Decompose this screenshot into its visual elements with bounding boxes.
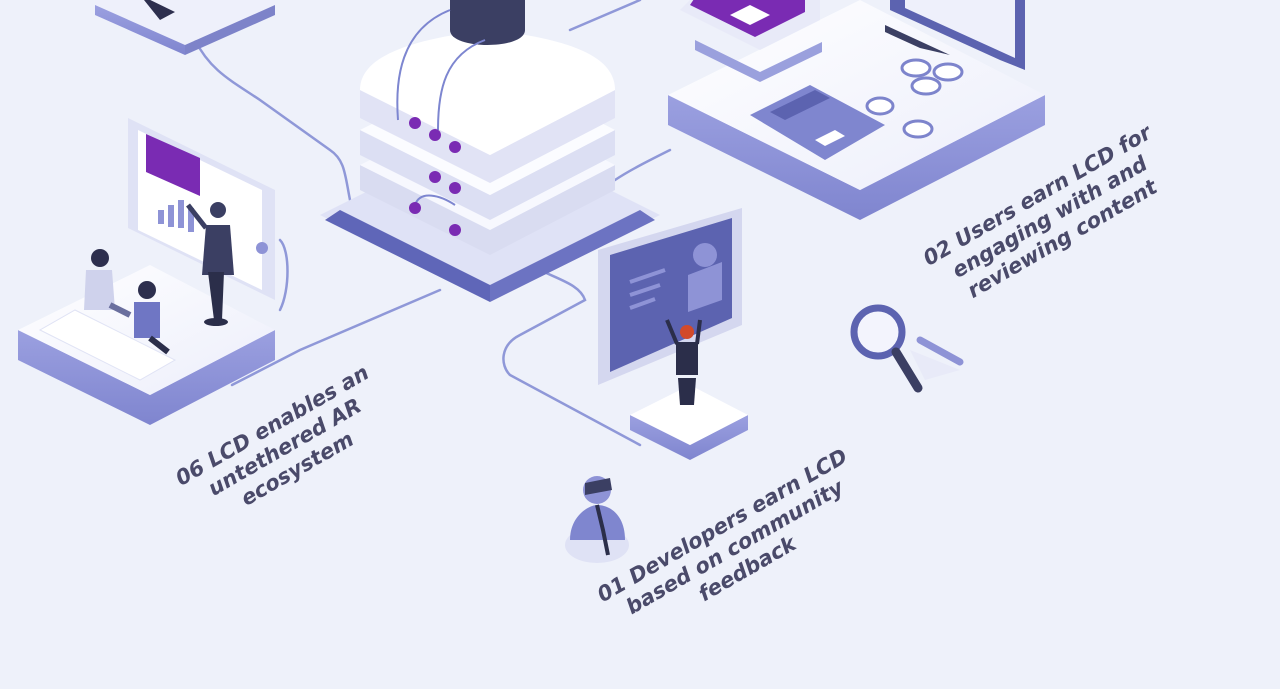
person-icon bbox=[186, 202, 234, 326]
presentation-board-icon bbox=[598, 208, 742, 385]
person-icon bbox=[565, 476, 629, 563]
left-platform bbox=[18, 118, 275, 425]
person-icon bbox=[134, 281, 170, 355]
magnifier-icon bbox=[850, 304, 964, 393]
tablet-icon bbox=[680, 0, 822, 82]
top-left-platform bbox=[95, 0, 275, 55]
developer-platform bbox=[598, 208, 748, 460]
monitor-icon bbox=[885, 0, 1025, 70]
person-icon bbox=[665, 319, 702, 405]
person-icon bbox=[84, 249, 132, 318]
top-right-platform bbox=[668, 0, 1045, 220]
connection-cables bbox=[193, 0, 672, 447]
server-stack-icon bbox=[320, 0, 660, 302]
coin-stack-icon bbox=[865, 58, 964, 139]
credit-card-icon bbox=[750, 85, 885, 160]
